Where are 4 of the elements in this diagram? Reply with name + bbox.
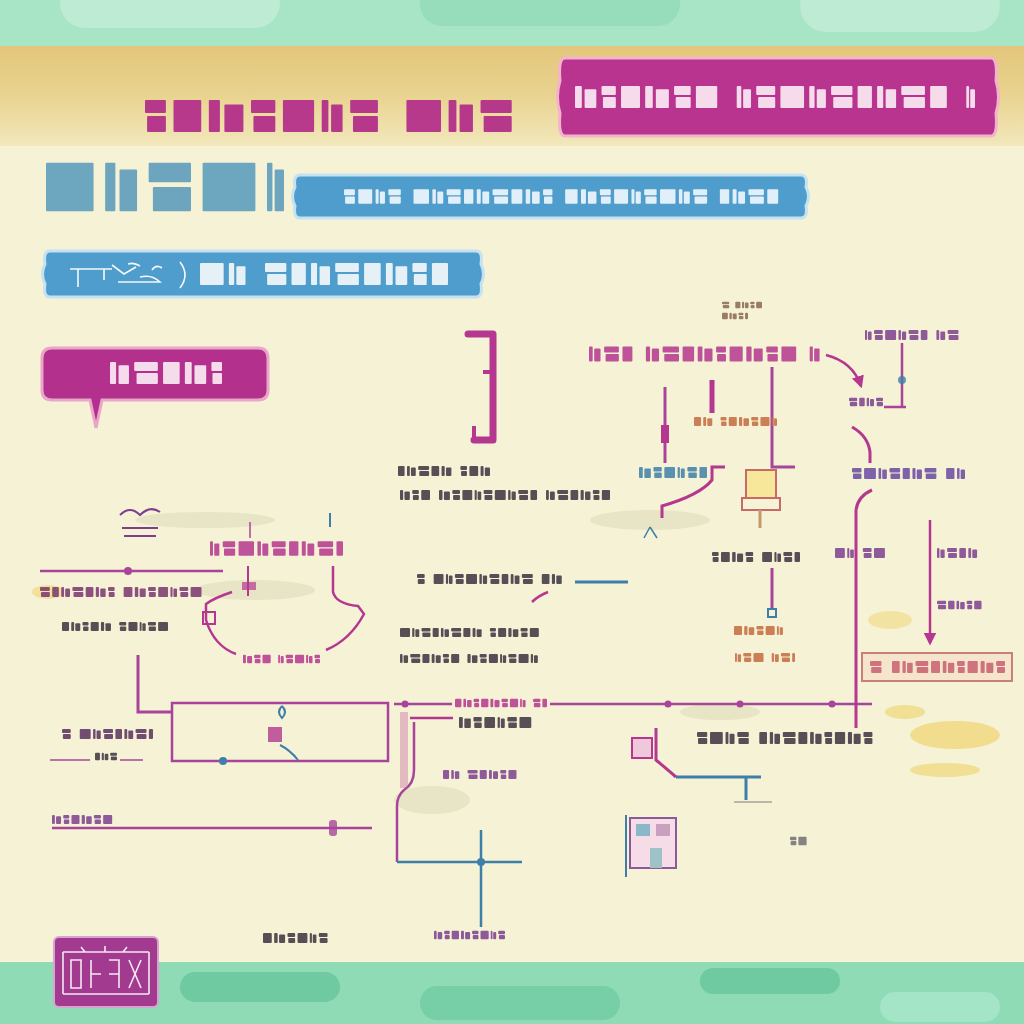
banner bbox=[553, 56, 1003, 138]
speech-bubble bbox=[40, 346, 270, 430]
banner bbox=[38, 249, 488, 299]
banner bbox=[288, 173, 813, 220]
